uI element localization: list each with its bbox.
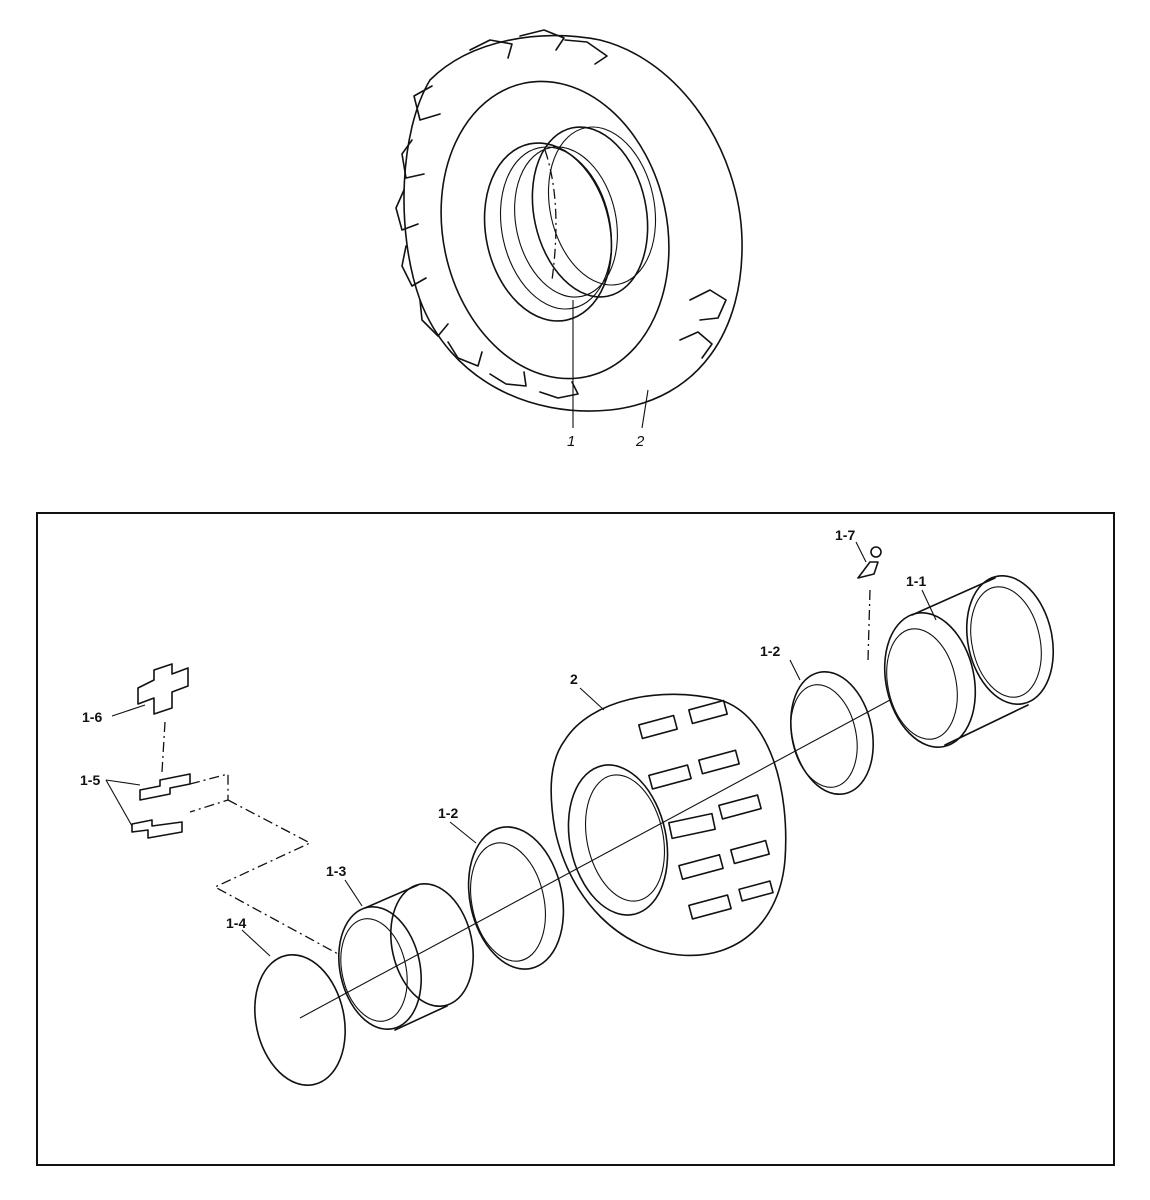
callout-1-1: 1-1 <box>906 573 926 589</box>
overview-rim <box>483 126 657 322</box>
overview-tire-assembly <box>395 29 743 429</box>
side-ring-part-1-3 <box>338 882 474 1031</box>
callout-1-7: 1-7 <box>835 527 855 543</box>
callout-1-6: 1-6 <box>82 709 102 725</box>
callout-leaders <box>105 541 937 957</box>
overview-tread-lugs <box>395 29 727 399</box>
overview-callout-2: 2 <box>635 433 645 450</box>
exploded-view-frame <box>36 512 1115 1166</box>
assembly-axis-line <box>299 699 891 1019</box>
bead-seat-ring-left-part-1-2 <box>467 826 565 970</box>
overview-callout-1: 1 <box>567 433 575 450</box>
key-leader-lines <box>161 721 341 956</box>
key-pieces-part-1-5 <box>131 773 191 839</box>
callout-2: 2 <box>570 671 578 687</box>
callout-1-2-right: 1-2 <box>760 643 780 659</box>
callout-1-4: 1-4 <box>226 915 246 931</box>
rim-base-part-1-1 <box>883 575 1055 748</box>
bead-seat-ring-right-part-1-2 <box>790 670 874 796</box>
driver-key-part-1-6 <box>137 663 189 715</box>
tire-part-2 <box>550 693 787 957</box>
tire-tread-lugs <box>638 699 774 920</box>
callout-1-2-left: 1-2 <box>438 805 458 821</box>
callout-1-5: 1-5 <box>80 772 100 788</box>
lock-ring-part-1-4 <box>254 953 346 1087</box>
valve-part-1-7 <box>857 546 882 661</box>
callout-1-3: 1-3 <box>326 863 346 879</box>
